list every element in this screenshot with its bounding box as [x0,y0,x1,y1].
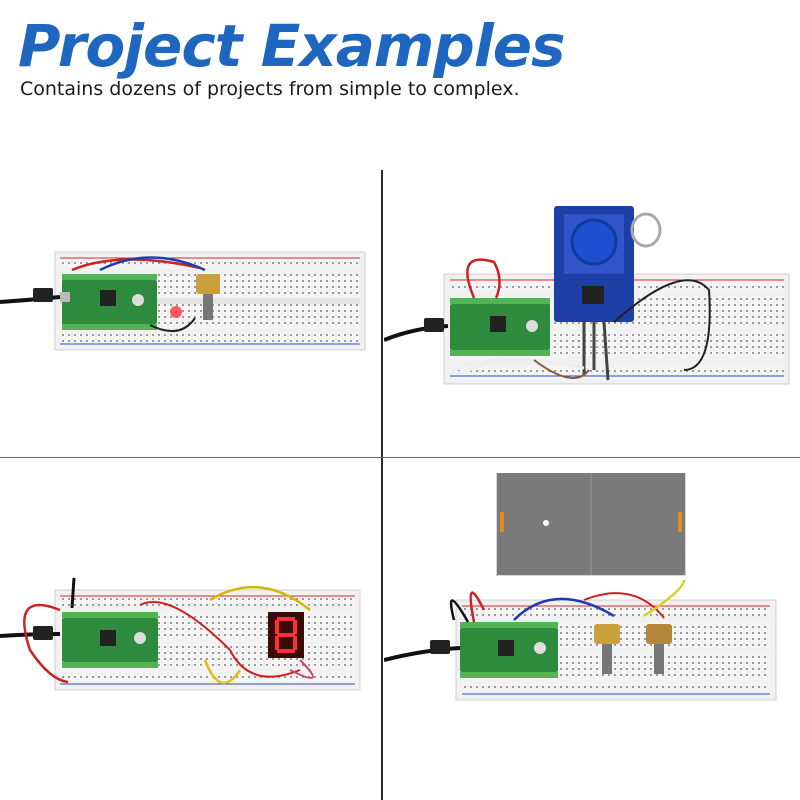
pico-board [60,274,157,330]
left-paddle [500,512,504,532]
pico-board [460,622,558,678]
photo-seven-segment-display-project [0,577,361,691]
photo-rfid-reader-project [384,206,790,385]
ball [543,520,549,526]
pico-board [62,612,158,668]
right-paddle [678,512,682,532]
photo-potentiometer-led-project [0,251,366,351]
potentiometer-left [594,624,620,674]
usb-cable [0,632,61,638]
photo-pong-game-project [384,579,777,701]
horizontal-divider [0,457,800,458]
led-light [170,306,182,318]
key-ring [630,212,662,248]
page-subtitle: Contains dozens of projects from simple … [20,78,520,100]
rfid-module [554,206,634,322]
pong-game-window [495,465,687,577]
usb-cable [0,295,61,304]
page-title: Project Examples [18,12,566,80]
vertical-divider [381,170,383,800]
seven-segment-display [268,612,304,658]
usb-cable [384,646,461,662]
pico-board [450,298,550,356]
potentiometer-right [646,624,672,674]
potentiometer [196,274,220,320]
